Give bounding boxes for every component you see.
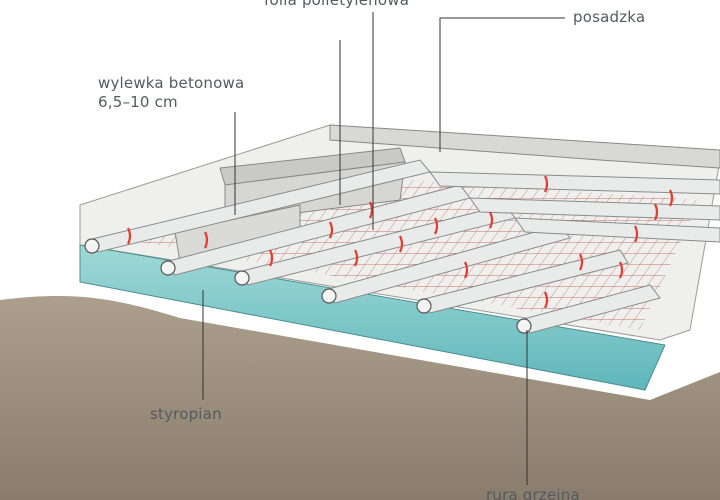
clip xyxy=(544,175,549,193)
clip xyxy=(204,231,209,249)
clip xyxy=(464,261,469,279)
label-posadzka: posadzka xyxy=(573,8,646,26)
pipe-end-6 xyxy=(516,318,532,334)
finish-floor-strip xyxy=(329,124,720,169)
pipe-ends xyxy=(84,238,532,334)
pipe-back-3 xyxy=(513,217,720,243)
styrofoam-layer xyxy=(79,244,666,391)
leader-lines xyxy=(202,12,565,485)
clip xyxy=(489,211,494,229)
clip xyxy=(269,249,274,267)
clip xyxy=(579,253,584,271)
ground-soil xyxy=(0,296,720,500)
pipe-end-3 xyxy=(234,270,250,286)
label-wylewka-line1: wylewka betonowa xyxy=(98,74,245,92)
clip xyxy=(127,227,132,245)
clip xyxy=(329,221,334,239)
pipe-end-5 xyxy=(416,298,432,314)
leader-posadzka xyxy=(439,17,565,152)
clip xyxy=(634,225,639,243)
label-styropian: styropian xyxy=(150,405,222,423)
clip xyxy=(654,203,659,221)
clip xyxy=(369,201,374,219)
clip xyxy=(619,261,624,279)
pipe-end-4 xyxy=(321,288,337,304)
clip xyxy=(669,189,674,207)
clip xyxy=(434,217,439,235)
pipe-clips xyxy=(127,175,674,309)
pipe-end-1 xyxy=(84,238,100,254)
label-folia: folia polietylenowa xyxy=(264,0,410,9)
label-rura-grzejna: rura grzejna xyxy=(486,486,580,500)
clip xyxy=(354,249,359,267)
pipe-end-2 xyxy=(160,260,176,276)
pipe-back-1 xyxy=(429,171,720,195)
clip xyxy=(544,291,549,309)
label-wylewka-line2: 6,5–10 cm xyxy=(98,93,178,111)
clip xyxy=(399,235,404,253)
